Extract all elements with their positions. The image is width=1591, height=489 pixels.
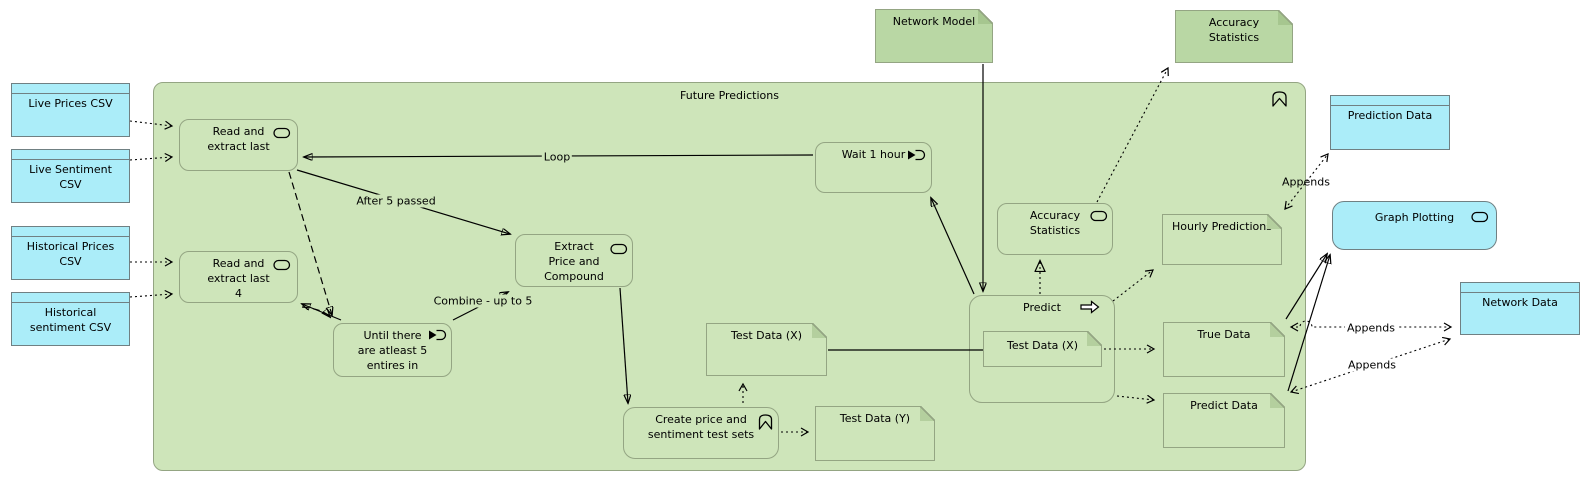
function-label: Read and extract last (207, 125, 270, 153)
data-object-label: Live Prices CSV (28, 97, 113, 110)
edge-label-loop: Loop (541, 150, 573, 164)
data-object-live-prices-csv[interactable]: Live Prices CSV (11, 83, 130, 137)
data-object-bar (12, 227, 129, 237)
process-arrow-icon (1080, 300, 1100, 314)
data-object-bar (1331, 96, 1449, 106)
folded-corner-icon (1270, 322, 1285, 337)
folded-corner-icon (1278, 10, 1293, 25)
artifact-accuracy-statistics[interactable]: Accuracy Statistics (1175, 10, 1293, 63)
data-object-bar (12, 150, 129, 160)
note-label: True Data (1197, 328, 1251, 341)
folded-corner-icon (1267, 214, 1282, 229)
process-oval-icon (273, 259, 291, 271)
folded-corner-icon (920, 406, 935, 421)
function-label: Graph Plotting (1374, 211, 1455, 224)
data-object-bar (12, 84, 129, 94)
function-label: Create price and sentiment test sets (647, 413, 755, 441)
edge-label-appends-top: Appends (1282, 175, 1330, 189)
note-label: Hourly Predictions (1172, 220, 1272, 233)
note-hourly-predictions[interactable]: Hourly Predictions (1162, 214, 1282, 265)
note-test-data-y[interactable]: Test Data (Y) (815, 406, 935, 461)
note-label: Test Data (X) (730, 329, 803, 342)
function-read-and-extract-last-4[interactable]: Read and extract last 4 (179, 251, 298, 303)
note-predict-data[interactable]: Predict Data (1163, 393, 1285, 448)
data-object-label: Prediction Data (1347, 109, 1433, 122)
folded-corner-icon (1270, 393, 1285, 408)
edge-label-appends-bottom: Appends (1346, 358, 1398, 372)
function-label: Accuracy Statistics (1029, 209, 1081, 237)
edge-label-after-5-passed: After 5 passed (354, 194, 438, 208)
artifact-label: Accuracy Statistics (1208, 16, 1260, 44)
group-title: Future Predictions (680, 89, 779, 102)
data-object-live-sentiment-csv[interactable]: Live Sentiment CSV (11, 149, 130, 203)
process-oval-icon (610, 243, 628, 255)
process-oval-icon (273, 127, 291, 139)
folded-corner-icon (978, 9, 993, 24)
data-object-historical-sentiment-csv[interactable]: Historical sentiment CSV (11, 292, 130, 346)
event-icon (429, 329, 447, 341)
function-graph-plotting[interactable]: Graph Plotting (1332, 201, 1497, 250)
note-label: Test Data (Y) (839, 412, 911, 425)
data-object-bar (12, 293, 129, 303)
collapsed-view-icon (1272, 91, 1287, 107)
data-object-prediction-data[interactable]: Prediction Data (1330, 95, 1450, 150)
data-object-bar (1461, 283, 1579, 293)
function-read-and-extract-last[interactable]: Read and extract last (179, 119, 298, 171)
function-label: Wait 1 hour (841, 148, 906, 161)
function-create-test-sets[interactable]: Create price and sentiment test sets (623, 407, 779, 459)
function-label: Read and extract last 4 (207, 257, 270, 300)
function-extract-price-and-compound[interactable]: Extract Price and Compound (515, 234, 633, 287)
data-object-label: Historical sentiment CSV (29, 306, 112, 334)
event-icon (908, 149, 926, 161)
folded-corner-icon (812, 323, 827, 338)
process-oval-icon (1090, 210, 1108, 222)
edge-label-combine-up-to-5: Combine - up to 5 (431, 294, 535, 308)
note-true-data[interactable]: True Data (1163, 322, 1285, 377)
note-label: Test Data (X) (1006, 339, 1079, 352)
function-label: Extract Price and Compound (544, 240, 604, 283)
function-wait-1-hour[interactable]: Wait 1 hour (815, 142, 932, 193)
note-test-data-x-inner[interactable]: Test Data (X) (983, 331, 1102, 367)
data-object-label: Live Sentiment CSV (29, 163, 112, 191)
process-oval-icon (1471, 211, 1489, 223)
note-label: Predict Data (1190, 399, 1258, 412)
artifact-label: Network Model (892, 15, 976, 28)
edge-label-appends-mid: Appends (1345, 321, 1397, 335)
data-object-label: Network Data (1482, 296, 1558, 309)
function-until-5-entries[interactable]: Until there are atleast 5 entires in (333, 323, 452, 377)
function-accuracy-statistics[interactable]: Accuracy Statistics (997, 203, 1113, 255)
collapsed-view-icon (758, 414, 773, 430)
function-label: Until there are atleast 5 entires in (357, 329, 428, 372)
data-object-label: Historical Prices CSV (26, 240, 115, 268)
function-label: Predict (1023, 301, 1061, 314)
note-test-data-x[interactable]: Test Data (X) (706, 323, 827, 376)
data-object-historical-prices-csv[interactable]: Historical Prices CSV (11, 226, 130, 280)
folded-corner-icon (1087, 331, 1102, 346)
data-object-network-data[interactable]: Network Data (1460, 282, 1580, 335)
artifact-network-model[interactable]: Network Model (875, 9, 993, 63)
